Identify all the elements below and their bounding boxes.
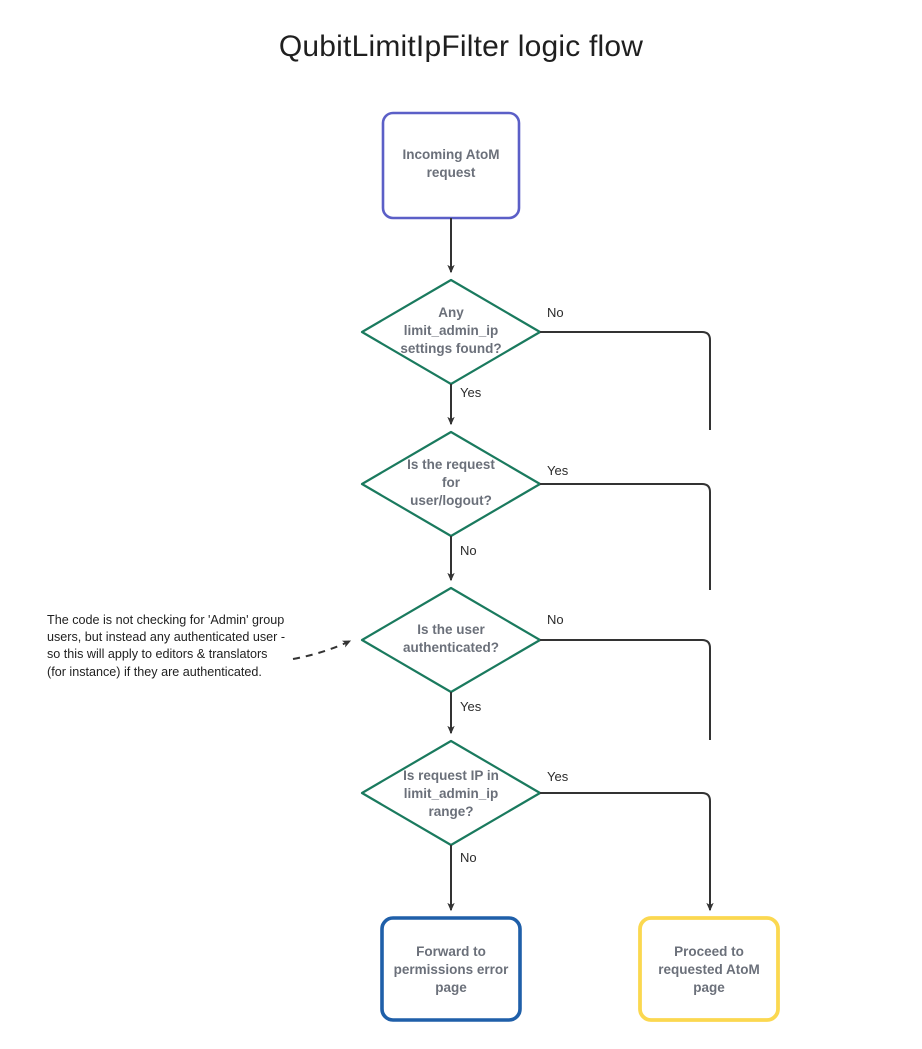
node-error-shape[interactable] xyxy=(380,916,522,1022)
edge-d4-to-success xyxy=(540,792,711,910)
page-title: QubitLimitIpFilter logic flow xyxy=(278,30,644,63)
edge-label-d1-no: No xyxy=(547,305,564,320)
edge-label-d4-no: No xyxy=(460,850,477,865)
edge-label-d1-yes: Yes xyxy=(460,385,482,400)
edge-label-d2-no: No xyxy=(460,543,477,558)
edge-d2-to-success xyxy=(540,483,711,590)
edge-label-d3-no: No xyxy=(547,612,564,627)
edge-label-d3-yes: Yes xyxy=(460,699,482,714)
node-decision-3-shape[interactable] xyxy=(360,586,542,694)
edge-d3-to-success xyxy=(540,639,711,740)
node-decision-1-shape[interactable] xyxy=(360,278,542,386)
node-start-shape[interactable] xyxy=(381,111,521,220)
edge-label-d4-yes: Yes xyxy=(547,769,569,784)
annotation-dashed-arrow xyxy=(292,640,352,660)
node-decision-2-shape[interactable] xyxy=(360,430,542,538)
edge-d1-to-success xyxy=(540,331,711,430)
node-decision-4-shape[interactable] xyxy=(360,739,542,847)
edge-label-d2-yes: Yes xyxy=(547,463,569,478)
annotation-note: The code is not checking for 'Admin' gro… xyxy=(47,613,286,679)
node-success-shape[interactable] xyxy=(638,916,780,1022)
